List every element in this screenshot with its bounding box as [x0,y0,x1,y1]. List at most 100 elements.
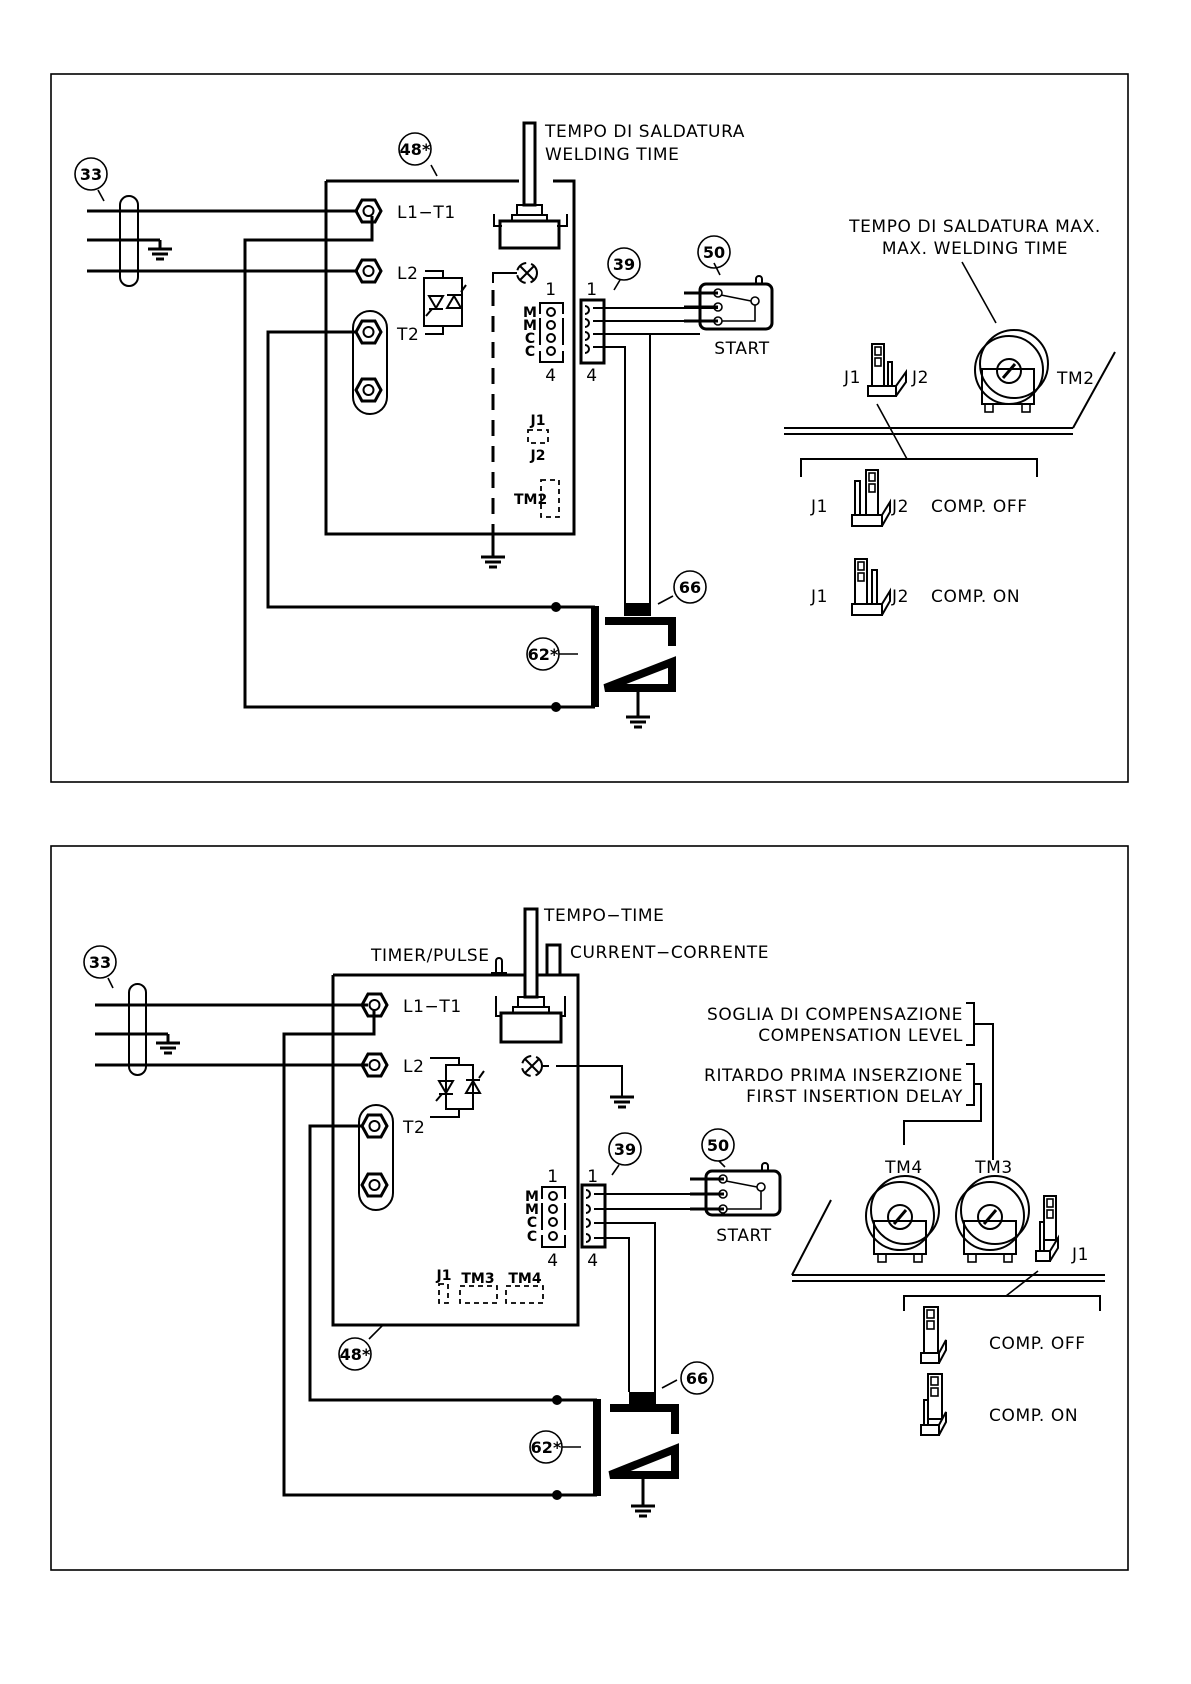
terminal-l1t1: L1−T1 [354,198,456,224]
control-board-48: 48* L1−T1 L2 T2 [243,121,745,709]
svg-text:C: C [527,1229,537,1245]
terminal-l2-bottom: L2 [360,1052,424,1078]
svg-text:M: M [523,305,537,321]
balloon-48-bottom: 48* [338,1337,372,1371]
svg-text:J1: J1 [436,1268,452,1284]
top-diagram: 33 48* L1−T1 L2 [50,73,1129,783]
svg-text:START: START [716,1226,771,1246]
svg-text:4: 4 [586,366,597,386]
ground-icon [156,1034,180,1055]
svg-text:COMP. OFF: COMP. OFF [931,497,1028,517]
terminal-l1t1-bottom: L1−T1 [360,992,461,1018]
svg-text:J1: J1 [530,413,546,429]
welding-time-potentiometer [493,121,568,250]
svg-text:TEMPO DI SALDATURA: TEMPO DI SALDATURA [544,122,745,142]
svg-text:T2: T2 [396,325,419,345]
svg-text:WELDING TIME: WELDING TIME [545,145,679,165]
balloon-62: 62* [526,637,560,671]
svg-text:TEMPO−TIME: TEMPO−TIME [543,906,664,926]
balloon-66-bottom: 66 [680,1361,714,1395]
svg-text:39: 39 [614,1140,636,1159]
svg-text:J2: J2 [891,497,909,517]
connector-39: 1 4 39 [579,247,700,605]
svg-text:J1: J1 [810,587,828,607]
jumper-option-comp-on-bottom: COMP. ON [920,1373,1078,1436]
svg-text:62*: 62* [528,645,559,664]
svg-text:L1−T1: L1−T1 [397,203,456,223]
terminal-t2-bottom: T2 [358,1104,425,1211]
start-switch-50: START 50 [593,235,774,359]
svg-text:RITARDO PRIMA INSERZIONE: RITARDO PRIMA INSERZIONE [704,1066,963,1086]
svg-text:COMP. OFF: COMP. OFF [989,1334,1086,1354]
svg-text:J1: J1 [1071,1245,1089,1265]
svg-text:50: 50 [707,1136,729,1155]
svg-text:COMPENSATION LEVEL: COMPENSATION LEVEL [758,1026,963,1046]
cable-33: 33 [74,157,358,287]
balloon-62-bottom: 62* [529,1430,563,1464]
svg-text:62*: 62* [531,1438,562,1457]
svg-text:L2: L2 [397,264,419,284]
ground-icon [148,240,172,261]
svg-text:MAX. WELDING TIME: MAX. WELDING TIME [882,239,1068,259]
balloon-66: 66 [673,570,707,604]
first-insertion-delay-label: RITARDO PRIMA INSERZIONE FIRST INSERTION… [704,1063,982,1145]
svg-text:39: 39 [613,255,635,274]
svg-text:T2: T2 [402,1118,425,1138]
current-knob: CURRENT−CORRENTE [545,943,769,977]
start-switch-50-bottom: START 50 [690,1128,782,1246]
transformer-62: 62* [526,602,599,712]
compensation-level-label: SOGLIA DI COMPENSAZIONE COMPENSATION LEV… [707,1002,994,1160]
svg-text:J1: J1 [810,497,828,517]
jumper-option-comp-off-bottom: COMP. OFF [920,1306,1086,1364]
svg-text:CURRENT−CORRENTE: CURRENT−CORRENTE [570,943,769,963]
svg-text:4: 4 [587,1251,598,1271]
board-connector: 1 M M C C 4 [523,280,564,386]
svg-text:33: 33 [80,165,102,184]
jumper-j1j2: J1 J2 [843,343,929,397]
current-sensor-66: 66 [603,570,707,729]
svg-text:4: 4 [545,366,556,386]
svg-text:66: 66 [679,578,701,597]
svg-text:COMP. ON: COMP. ON [989,1406,1078,1426]
svg-text:J2: J2 [911,368,929,388]
svg-text:TM4: TM4 [508,1271,541,1287]
svg-text:SOGLIA DI COMPENSAZIONE: SOGLIA DI COMPENSAZIONE [707,1005,963,1025]
svg-text:J2: J2 [891,587,909,607]
connector-39-bottom: 1 4 39 [580,1132,708,1392]
svg-text:33: 33 [89,953,111,972]
svg-text:TM2: TM2 [1056,369,1095,389]
time-potentiometer: TEMPO−TIME [495,906,664,1044]
compensation-detail: SOGLIA DI COMPENSAZIONE COMPENSATION LEV… [704,1002,1105,1436]
svg-text:1: 1 [587,1167,598,1187]
svg-text:66: 66 [686,1369,708,1388]
board-ground-icon-bottom [521,1055,634,1109]
svg-text:COMP. ON: COMP. ON [931,587,1020,607]
balloon-39-bottom: 39 [608,1132,642,1166]
svg-text:C: C [525,331,535,347]
svg-text:4: 4 [547,1251,558,1271]
triac-icon [430,1057,485,1118]
svg-text:48*: 48* [340,1345,371,1364]
jumper-option-comp-on: J1 J2 COMP. ON [810,558,1020,616]
balloon-33: 33 [74,157,108,191]
board-jumper-j1-bottom: J1 [436,1268,452,1304]
svg-text:TM4: TM4 [884,1158,923,1178]
svg-text:C: C [527,1215,537,1231]
svg-text:TM3: TM3 [461,1271,494,1287]
svg-text:C: C [525,344,535,360]
balloon-33-bottom: 33 [83,945,117,979]
trimmer-tm4-icon [865,1175,940,1263]
svg-text:START: START [714,339,769,359]
svg-text:TM3: TM3 [974,1158,1013,1178]
board-trimmer-tm3: TM3 [459,1271,498,1304]
max-welding-time-detail: TEMPO DI SALDATURA MAX. MAX. WELDING TIM… [784,217,1116,616]
balloon-48: 48* [398,132,432,166]
board-trimmer-tm2: TM2 [514,479,560,518]
current-sensor-66-bottom: 66 [608,1361,714,1518]
svg-text:TM2: TM2 [514,492,547,508]
terminal-t2: T2 [352,310,419,415]
svg-text:48*: 48* [400,140,431,159]
control-board-48-bottom: 48* TIMER/PULSE CURRENT−CORRENTE [282,906,769,1497]
svg-text:FIRST INSERTION DELAY: FIRST INSERTION DELAY [746,1087,963,1107]
